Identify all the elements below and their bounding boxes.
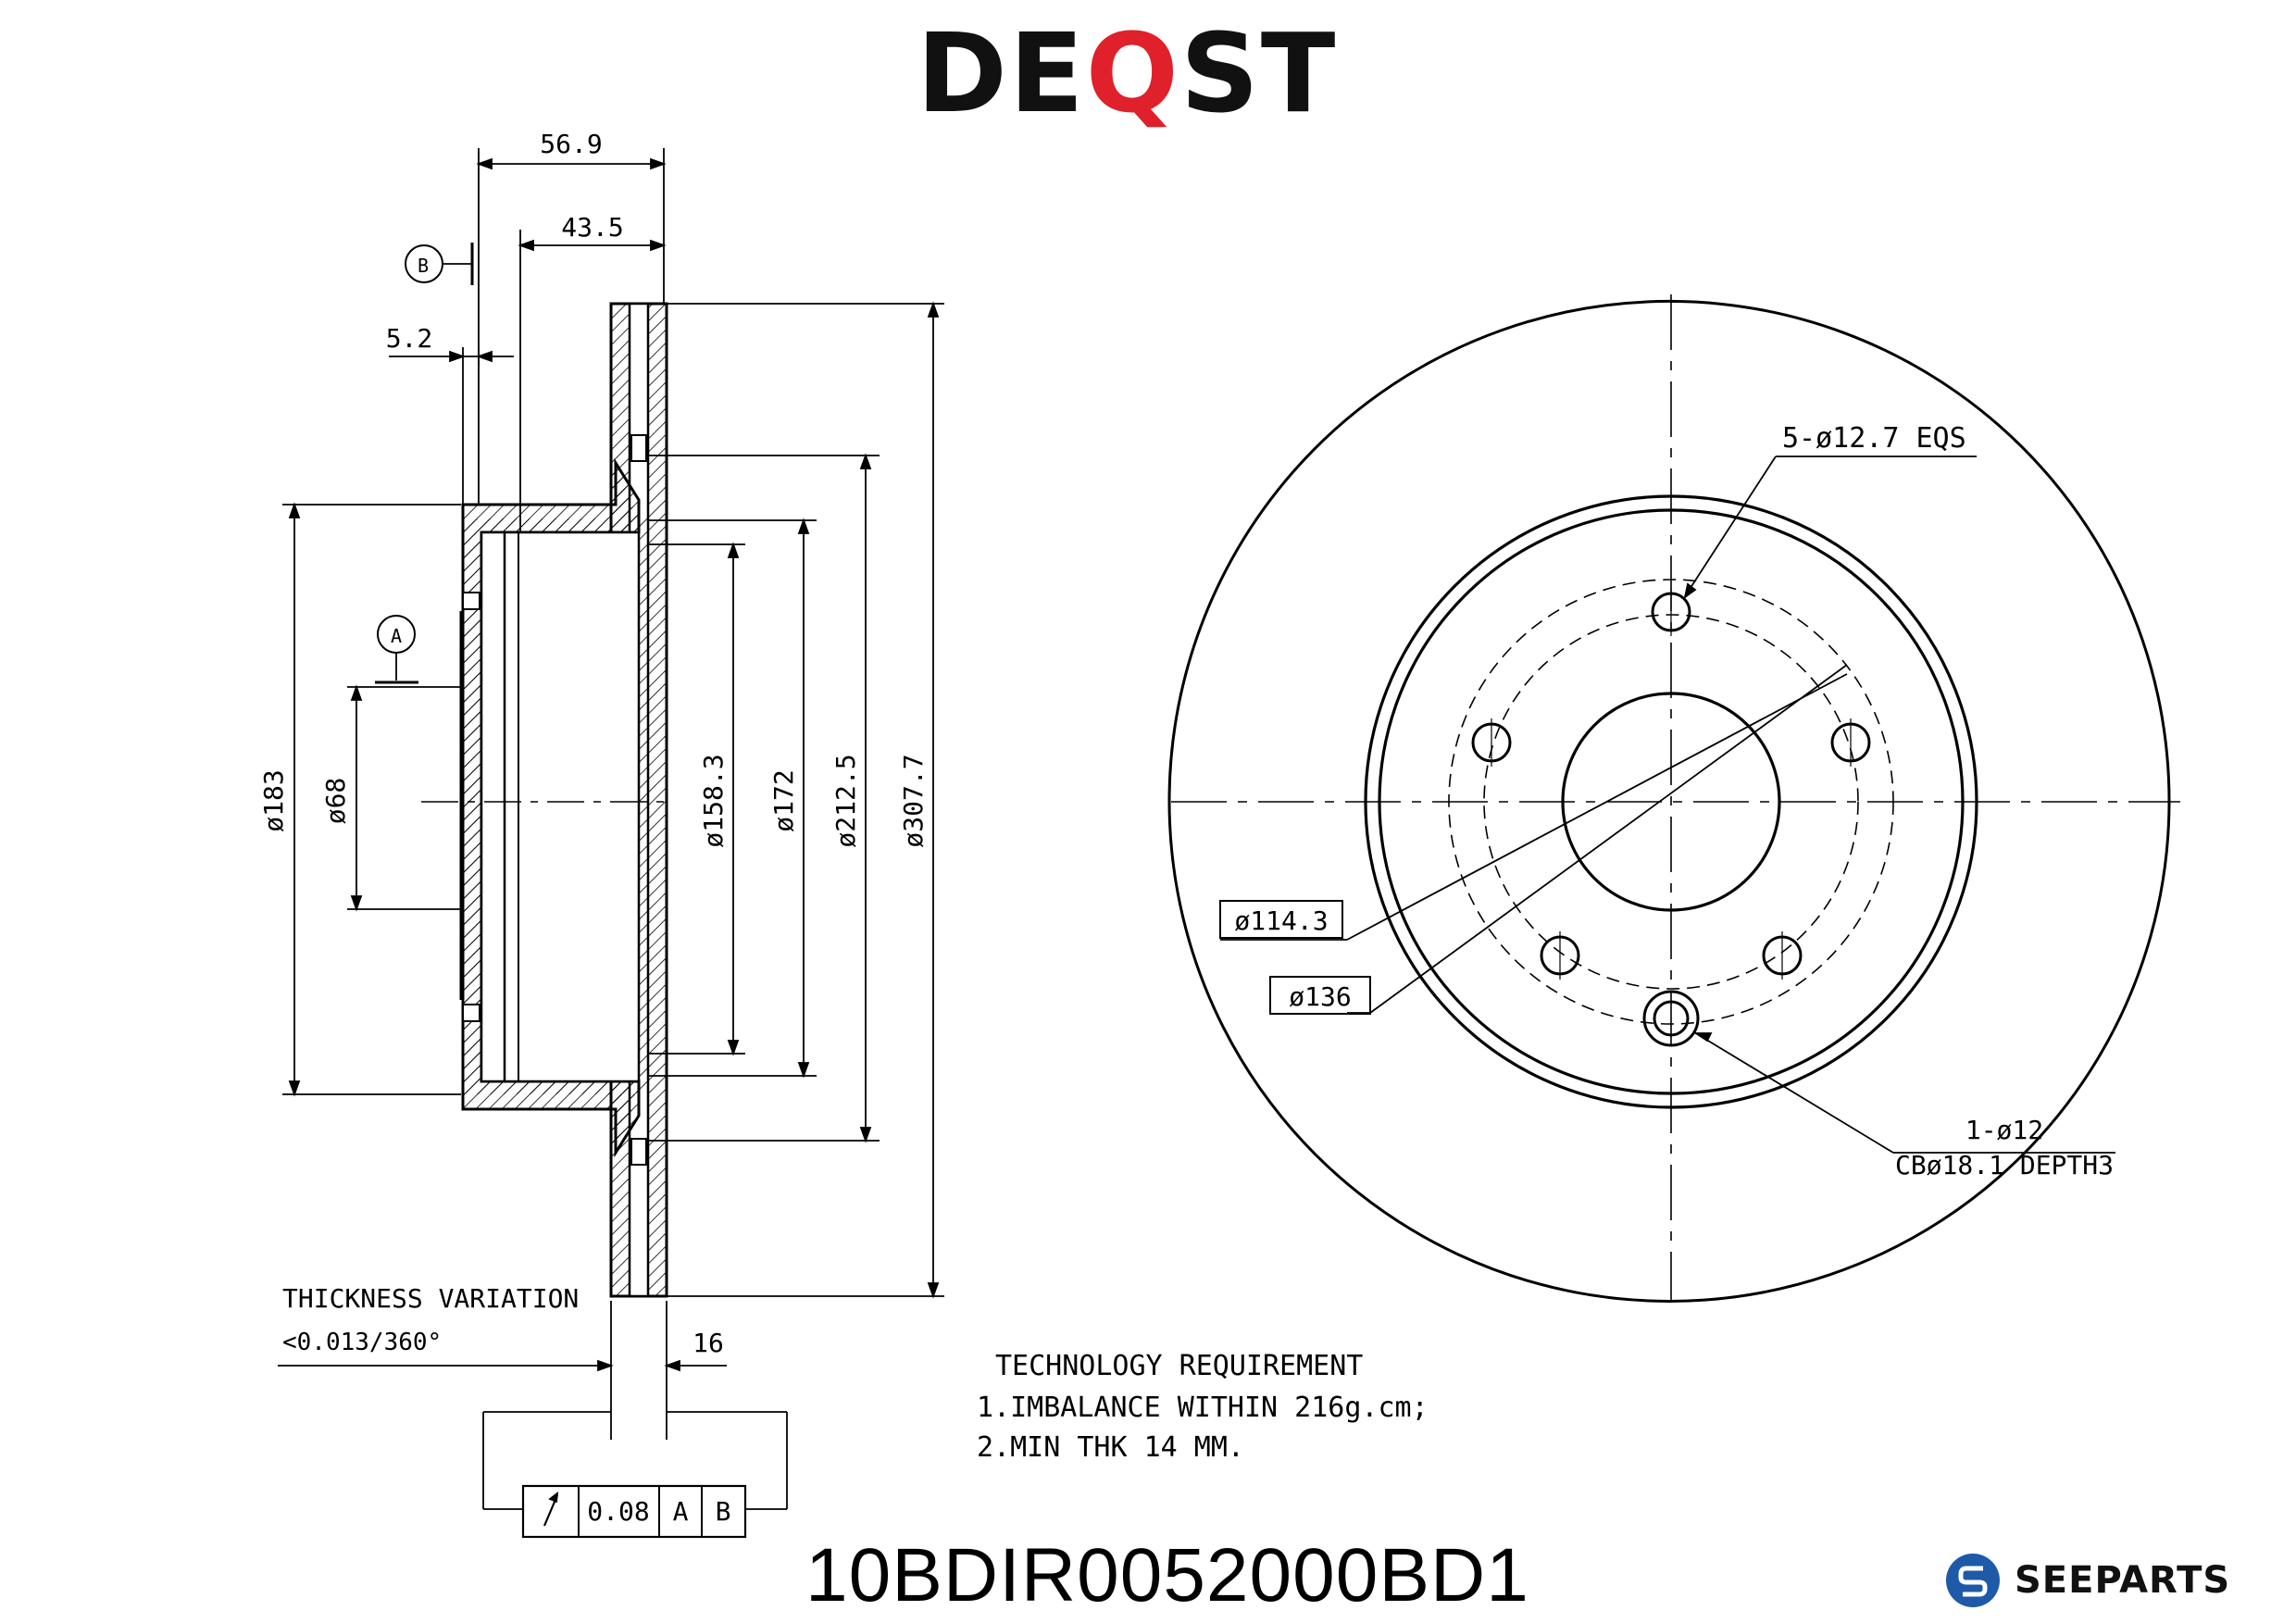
dim-d68: ø68 <box>320 778 351 825</box>
dim-thickness: 16 <box>693 1328 724 1358</box>
brand-accent-letter: Q <box>1085 9 1180 137</box>
dim-flange: 5.2 <box>386 323 433 354</box>
part-number: 10BDIR0052000BD1 <box>805 1533 1529 1617</box>
runout-tolerance: 0.08 <box>587 1496 649 1527</box>
hat-outer-ring <box>1364 494 1978 1109</box>
outer-disc-edge <box>1167 299 2171 1303</box>
datum-b-label: B <box>418 255 429 277</box>
center-bore <box>1561 692 1781 912</box>
dim-d212: ø212.5 <box>830 754 861 847</box>
front-view-labels: 5-ø12.7 EQS ø114.3 ø136 1-ø12 CBø18.1 DE… <box>1234 422 2114 1180</box>
locator-hole-counterbore <box>1642 990 1700 1047</box>
side-view <box>421 302 671 1298</box>
locator-hole <box>1653 1000 1690 1037</box>
technology-notes: TECHNOLOGY REQUIREMENT 1.IMBALANCE WITHI… <box>977 1350 1429 1464</box>
dim-d183: ø183 <box>258 769 289 831</box>
note-item-1: 1.IMBALANCE WITHIN 216g.cm; <box>977 1392 1429 1424</box>
seeparts-logo-icon <box>1946 1554 2000 1607</box>
footer-logo: SEEPARTS <box>1944 1552 2230 1609</box>
brand-prefix: DE <box>917 9 1086 137</box>
pcd-circle <box>1448 579 1894 1025</box>
hat-inner-ring <box>1378 508 1965 1095</box>
bolt-holes-label: 5-ø12.7 EQS <box>1782 422 1966 455</box>
side-view-labels: B A 56.9 43.5 5.2 ø183 ø68 ø158.3 ø172 ø… <box>258 129 929 1527</box>
runout-datum-1: A <box>673 1496 689 1527</box>
dim-d172: ø172 <box>768 769 799 831</box>
dim-overall-height: 56.9 <box>540 129 602 159</box>
front-view-leaders <box>1219 456 2115 1154</box>
front-view <box>1167 294 2180 1303</box>
runout-datum-2: B <box>716 1496 731 1527</box>
dim-d136-label: ø136 <box>1289 981 1351 1012</box>
thickness-variation-title: THICKNESS VARIATION <box>282 1283 579 1314</box>
thickness-variation-value: <0.013/360° <box>282 1329 442 1356</box>
brand-logo: DEQST <box>917 9 1337 137</box>
dim-d158: ø158.3 <box>698 754 729 847</box>
side-view-dimensions <box>278 148 944 1539</box>
dim-hat-depth: 43.5 <box>561 212 623 243</box>
dim-d307: ø307.7 <box>898 754 929 847</box>
note-item-2: 2.MIN THK 14 MM. <box>977 1431 1244 1464</box>
datum-a-label: A <box>391 625 402 647</box>
notes-title: TECHNOLOGY REQUIREMENT <box>995 1350 1363 1382</box>
counterbore-label: CBø18.1 DEPTH3 <box>1895 1150 2114 1180</box>
brand-suffix: ST <box>1179 9 1338 137</box>
pcd-label: ø114.3 <box>1234 905 1328 936</box>
seeparts-logo-text: SEEPARTS <box>2015 1559 2231 1602</box>
locator-hole-label: 1-ø12 <box>1965 1115 2043 1145</box>
